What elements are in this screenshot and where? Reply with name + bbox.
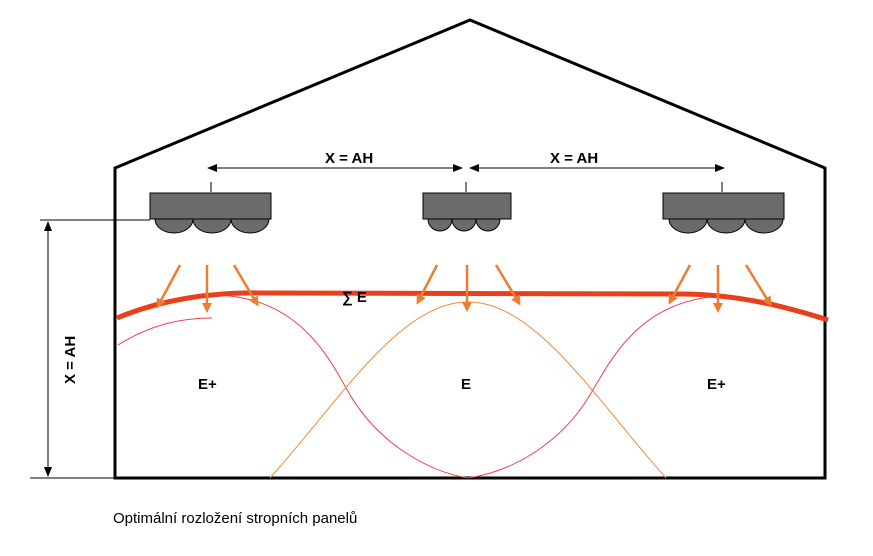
- heat-ray-arrow-icon: [156, 264, 772, 313]
- sum-irradiance-curve: [116, 290, 829, 323]
- sum-irradiance-label: ∑ E: [342, 289, 367, 306]
- ceiling-radiant-panel-icon: [149, 182, 272, 234]
- zone-label-right: E+: [707, 376, 726, 393]
- radiation-curve-right-main: [467, 295, 723, 479]
- spacing-label-right: X = AH: [550, 150, 598, 167]
- ceiling-radiant-panel-icon: [422, 182, 512, 232]
- radiation-curve-left: [117, 317, 213, 346]
- height-label: X = AH: [62, 336, 79, 384]
- zone-label-center: E: [461, 376, 471, 393]
- zone-label-left: E+: [198, 376, 217, 393]
- building-outline: [113, 18, 827, 480]
- spacing-label-left: X = AH: [325, 150, 373, 167]
- figure-caption: Optimální rozložení stropních panelů: [113, 510, 358, 527]
- ceiling-radiant-panel-icon: [662, 182, 785, 234]
- radiation-curve-left-main: [211, 294, 469, 479]
